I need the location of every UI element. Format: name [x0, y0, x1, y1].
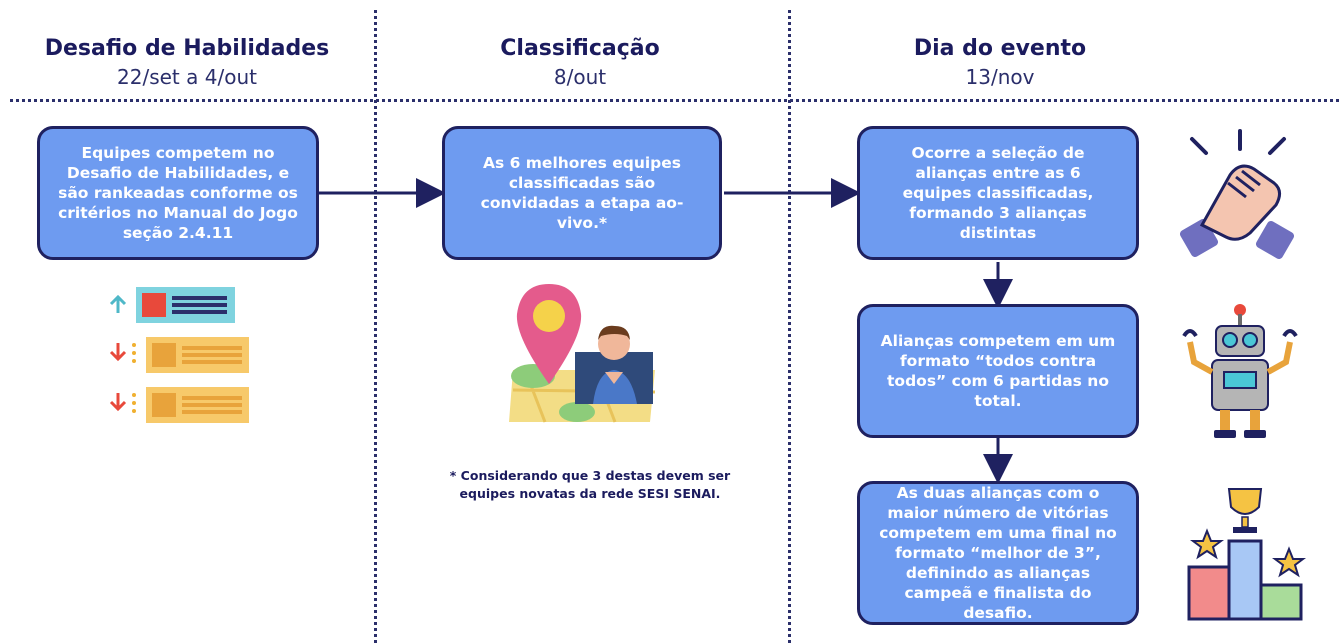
- phase-date: 22/set a 4/out: [117, 65, 257, 89]
- robot-icon: [1182, 304, 1298, 438]
- phase-date: 13/nov: [965, 65, 1035, 89]
- header-divider: [10, 99, 1339, 102]
- classification-box: As 6 melhores equipes classificadas são …: [442, 126, 722, 260]
- phase-title: Dia do evento: [913, 36, 1087, 61]
- phase-header-event-day: Dia do evento 13/nov: [800, 36, 1200, 89]
- column-divider-2: [788, 10, 791, 643]
- final-box: As duas alianças com o maior número de v…: [857, 481, 1139, 625]
- round-robin-box: Alianças competem em um formato “todos c…: [857, 304, 1139, 438]
- phase-date: 8/out: [553, 65, 607, 89]
- phase-title: Classificação: [500, 36, 660, 61]
- location-person-icon: [509, 284, 656, 423]
- phase-header-skills: Desafio de Habilidades 22/set a 4/out: [10, 36, 364, 89]
- ranking-list-icon: [109, 287, 249, 423]
- handshake-icon: [1180, 129, 1295, 260]
- footnote: * Considerando que 3 destas devem ser eq…: [449, 468, 731, 501]
- podium-trophy-icon: [1187, 488, 1306, 621]
- alliance-selection-box: Ocorre a seleção de alianças entre as 6 …: [857, 126, 1139, 260]
- column-divider-1: [374, 10, 377, 643]
- skills-challenge-box: Equipes competem no Desafio de Habilidad…: [37, 126, 319, 260]
- phase-header-classification: Classificação 8/out: [390, 36, 770, 89]
- phase-title: Desafio de Habilidades: [44, 36, 330, 61]
